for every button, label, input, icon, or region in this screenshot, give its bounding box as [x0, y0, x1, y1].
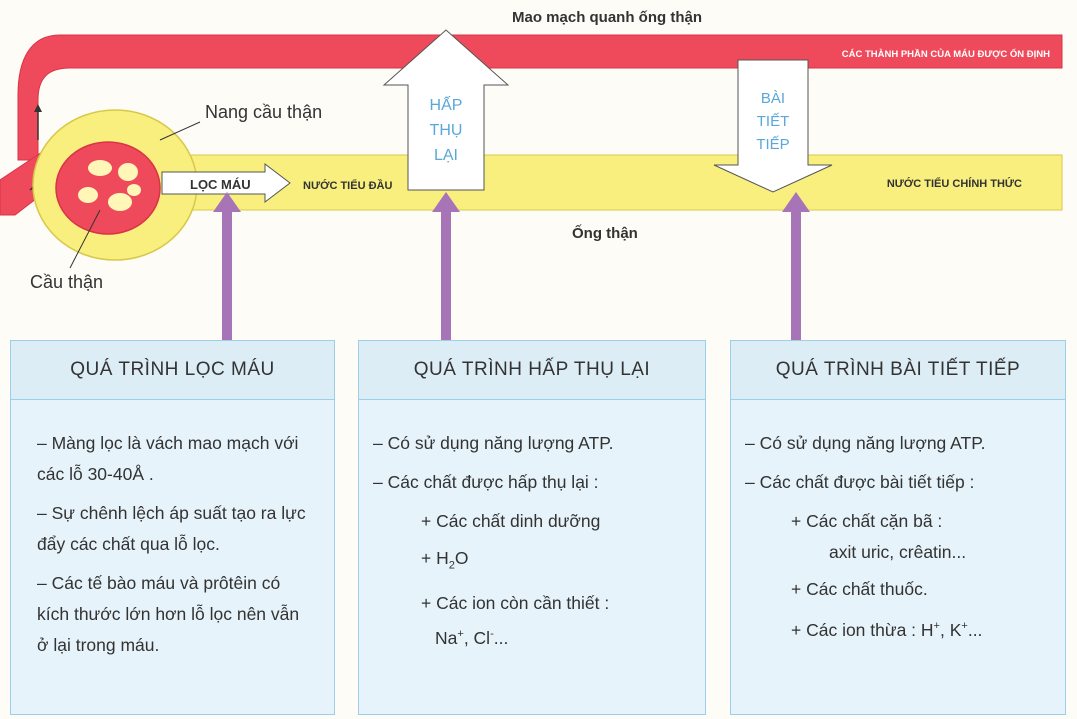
filtration-panel-body: – Màng lọc là vách mao mạch với các lỗ 3…	[11, 400, 334, 661]
filtration-arrow-label: LỌC MÁU	[190, 177, 251, 192]
reabsorption-point-1: – Có sử dụng năng lượng ATP.	[373, 433, 614, 453]
capsule-label: Nang cầu thận	[205, 102, 322, 122]
reabsorption-panel: QUÁ TRÌNH HẤP THỤ LẠI – Có sử dụng năng …	[358, 340, 706, 715]
secretion-item-3: + Các ion thừa : H+, K+...	[791, 619, 983, 640]
secretion-item-2: + Các chất thuốc.	[791, 579, 928, 599]
tubule-label: Ống thận	[572, 224, 638, 242]
secretion-panel-title: QUÁ TRÌNH BÀI TIẾT TIẾP	[731, 341, 1065, 400]
reabsorption-arrow	[382, 29, 510, 191]
filtration-point-1: – Màng lọc là vách mao mạch với các lỗ 3…	[37, 433, 299, 484]
purple-arrow-filtration	[213, 192, 241, 340]
secrete-word-1: BÀI	[761, 90, 785, 107]
reabsorption-item-1: + Các chất dinh dưỡng	[421, 511, 601, 531]
secrete-word-2: TIẾT	[757, 113, 790, 130]
reabsorption-panel-body: – Có sử dụng năng lượng ATP. – Các chất …	[359, 400, 705, 653]
filtration-panel-title: QUÁ TRÌNH LỌC MÁU	[11, 341, 334, 400]
secretion-point-2: – Các chất được bài tiết tiếp :	[745, 472, 975, 492]
reabsorption-item-2: + H2O	[421, 548, 469, 572]
secretion-point-1: – Có sử dụng năng lượng ATP.	[745, 433, 986, 453]
glomerulus	[55, 141, 161, 235]
filtration-panel: QUÁ TRÌNH LỌC MÁU – Màng lọc là vách mao…	[10, 340, 335, 715]
filtration-arrow	[161, 162, 291, 204]
filtration-point-2: – Sự chênh lệch áp suất tạo ra lực đẩy c…	[37, 503, 306, 554]
secrete-word-3: TIẾP	[756, 136, 789, 153]
secretion-arrow	[713, 59, 833, 193]
reabsorb-word-1: HẤP	[430, 95, 463, 114]
secretion-item-1: + Các chất cặn bã :	[791, 511, 943, 531]
reabsorption-item-3-ions: Na+, Cl-...	[435, 627, 509, 648]
capillary-label: Mao mạch quanh ống thận	[512, 9, 702, 26]
purple-arrow-reabsorption	[432, 192, 460, 340]
final-urine-label: NƯỚC TIỂU CHÍNH THỨC	[887, 177, 1022, 190]
capillary-inner-label: CÁC THÀNH PHẦN CỦA MÁU ĐƯỢC ỔN ĐỊNH	[842, 48, 1050, 60]
reabsorption-panel-title: QUÁ TRÌNH HẤP THỤ LẠI	[359, 341, 705, 400]
reabsorption-point-2: – Các chất được hấp thụ lại :	[373, 472, 599, 492]
reabsorb-word-2: THỤ	[430, 122, 463, 139]
glomerulus-label: Cầu thận	[30, 272, 103, 292]
secretion-item-1-detail: axit uric, crêatin...	[829, 542, 967, 562]
purple-arrow-secretion	[782, 192, 810, 340]
reabsorb-word-3: LẠI	[434, 147, 458, 164]
secretion-panel-body: – Có sử dụng năng lượng ATP. – Các chất …	[731, 400, 1065, 646]
filtration-point-3: – Các tế bào máu và prôtêin có kích thướ…	[37, 573, 300, 655]
reabsorption-item-3: + Các ion còn cần thiết :	[421, 592, 610, 613]
secretion-panel: QUÁ TRÌNH BÀI TIẾT TIẾP – Có sử dụng năn…	[730, 340, 1066, 715]
nephron-diagram: Nang cầu thận Cầu thận LỌC MÁU NƯỚC TIỂU…	[0, 9, 1063, 340]
primary-urine-label: NƯỚC TIỂU ĐẦU	[303, 179, 392, 192]
